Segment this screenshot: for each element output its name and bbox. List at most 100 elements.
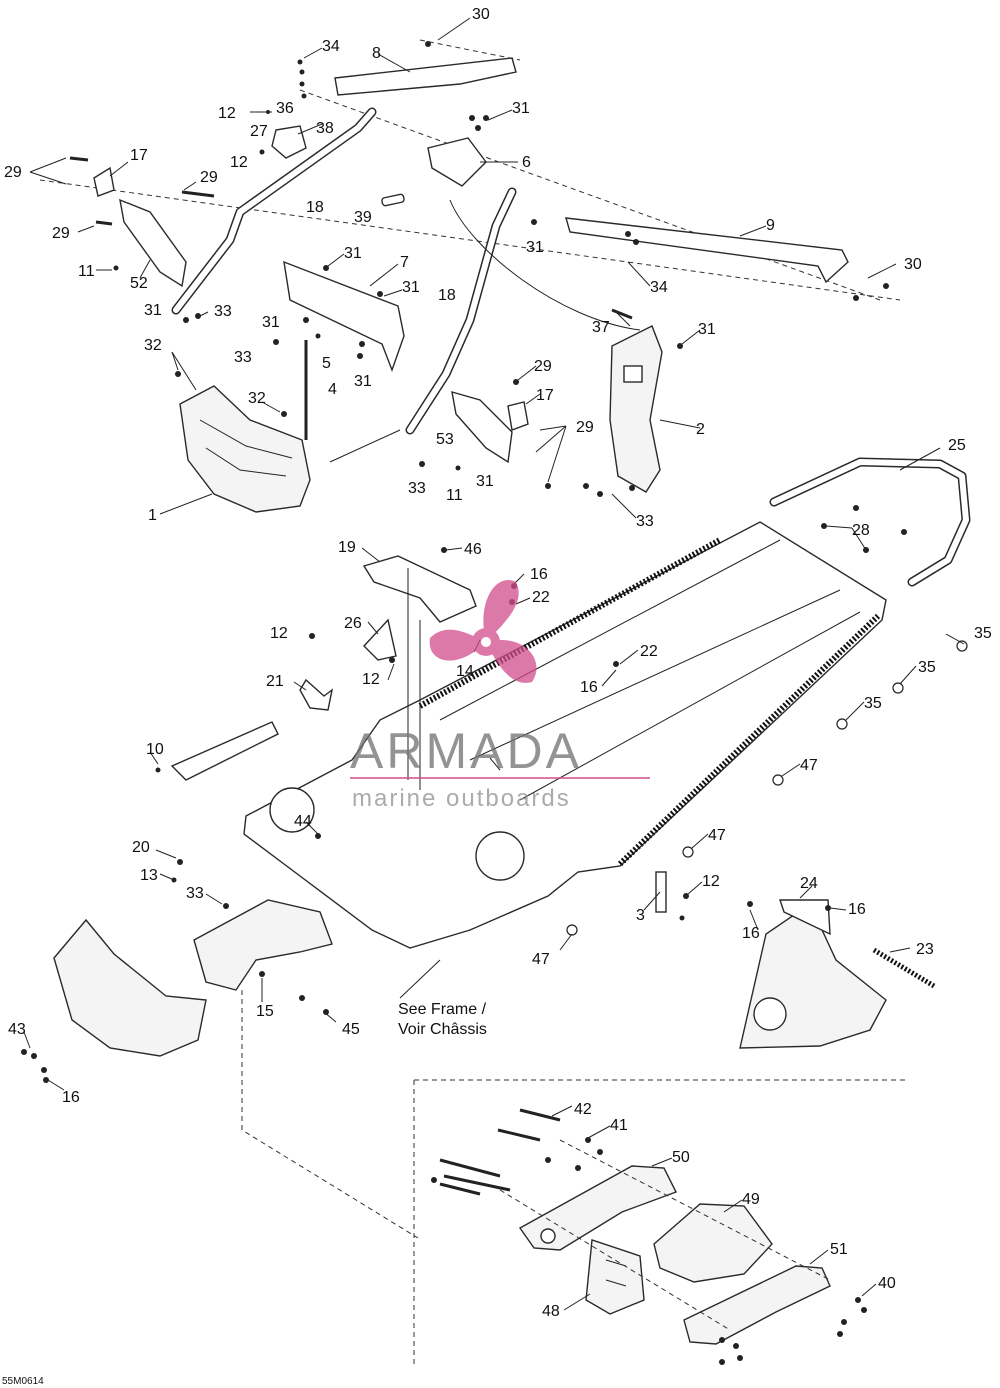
callout-16: 16: [62, 1089, 80, 1106]
callout-16: 16: [580, 679, 598, 696]
center-mount: [193, 899, 333, 991]
callout-31: 31: [144, 302, 162, 319]
callout-47: 47: [532, 951, 550, 968]
callout-9: 9: [766, 217, 775, 234]
part-24-bearing: [753, 997, 787, 1031]
callout-36: 36: [276, 100, 294, 117]
callout-10: 10: [146, 741, 164, 758]
callout-41: 41: [610, 1117, 628, 1134]
watermark-brand: ARMADA: [350, 723, 582, 779]
see-frame-note-line1: See Frame /: [398, 1001, 487, 1018]
callout-29: 29: [52, 225, 70, 242]
callout-25: 25: [948, 437, 966, 454]
callout-labels: 30 34 8 12 36 31 27 38 12 17 6 29 29 18 …: [4, 6, 992, 1320]
part-26-gusset: [363, 618, 397, 661]
callout-29: 29: [200, 169, 218, 186]
part-51-beam: [683, 1265, 831, 1345]
callout-33: 33: [234, 349, 252, 366]
callout-31: 31: [698, 321, 716, 338]
watermark-tagline: marine outboards: [352, 785, 571, 812]
callout-16: 16: [742, 925, 760, 942]
callout-18: 18: [306, 199, 324, 216]
callout-16: 16: [530, 566, 548, 583]
part-24-tab: [779, 899, 831, 936]
callout-6: 6: [522, 154, 531, 171]
callout-3: 3: [636, 907, 645, 924]
callout-30: 30: [904, 256, 922, 273]
callout-21: 21: [266, 673, 284, 690]
callout-35: 35: [918, 659, 936, 676]
callout-12: 12: [362, 671, 380, 688]
callout-40: 40: [878, 1275, 896, 1292]
callout-15: 15: [256, 1003, 274, 1020]
callout-47: 47: [800, 757, 818, 774]
callout-29: 29: [4, 164, 22, 181]
rear-fasteners: [21, 505, 968, 1083]
part-1-left-support: [179, 385, 311, 513]
callout-45: 45: [342, 1021, 360, 1038]
callout-37: 37: [592, 319, 610, 336]
part-39-pin: [381, 193, 405, 207]
callout-33: 33: [186, 885, 204, 902]
part-27-bracket: [271, 125, 307, 159]
part-2-cutout: [623, 365, 643, 383]
callout-33: 33: [214, 303, 232, 320]
callout-16: 16: [848, 901, 866, 918]
part-9-right-brace: [565, 217, 849, 284]
part-19-bracket: [362, 555, 477, 623]
callout-47: 47: [708, 827, 726, 844]
detail-inset: [413, 1079, 908, 1368]
callout-38: 38: [316, 120, 334, 137]
callout-22: 22: [640, 643, 658, 660]
callout-23: 23: [916, 941, 934, 958]
callout-8: 8: [372, 45, 381, 62]
callout-11: 11: [446, 487, 463, 504]
tunnel-wheel-right: [475, 831, 525, 881]
callout-48: 48: [542, 1303, 560, 1320]
callout-7: 7: [400, 254, 409, 271]
part-21-clip: [299, 678, 334, 711]
callout-34: 34: [322, 38, 340, 55]
part-52-left-plate: [119, 198, 187, 288]
tunnel-wheel-left: [269, 787, 315, 833]
callout-27: 27: [250, 123, 268, 140]
callout-12: 12: [702, 873, 720, 890]
callout-33: 33: [636, 513, 654, 530]
part-50-beam: [518, 1165, 677, 1251]
callout-19: 19: [338, 539, 356, 556]
callout-39: 39: [354, 209, 372, 226]
callout-17: 17: [536, 387, 554, 404]
callout-5: 5: [322, 355, 331, 372]
callout-29: 29: [534, 358, 552, 375]
part-17-left-bracket: [93, 166, 115, 197]
inset-fasteners: [431, 1137, 867, 1365]
callout-11: 11: [78, 263, 95, 280]
part-17-right-bracket: [507, 401, 529, 431]
callout-31: 31: [526, 239, 544, 256]
upper-frame-assembly: [39, 39, 901, 513]
upper-fasteners: [69, 41, 889, 497]
armada-logo-icon: [429, 580, 537, 683]
callout-52: 52: [130, 275, 148, 292]
part-8-upper-brace: [334, 57, 517, 96]
callout-18: 18: [438, 287, 456, 304]
callout-24: 24: [800, 875, 818, 892]
callout-33: 33: [408, 480, 426, 497]
leader-lines: [23, 17, 965, 1311]
callout-2: 2: [696, 421, 705, 438]
tunnel-assembly: [53, 457, 971, 1239]
callout-32: 32: [248, 390, 266, 407]
callout-32: 32: [144, 337, 162, 354]
callout-12: 12: [218, 105, 236, 122]
callout-53: 53: [436, 431, 454, 448]
part-10-plate: [170, 721, 279, 781]
callout-28: 28: [852, 522, 870, 539]
part-7-cross-member: [283, 260, 405, 373]
callout-49: 49: [742, 1191, 760, 1208]
drawing-code: 55M0614: [2, 1376, 44, 1387]
callout-31: 31: [262, 314, 280, 331]
callout-34: 34: [650, 279, 668, 296]
part-49-mount: [653, 1203, 773, 1283]
callout-43: 43: [8, 1021, 26, 1038]
